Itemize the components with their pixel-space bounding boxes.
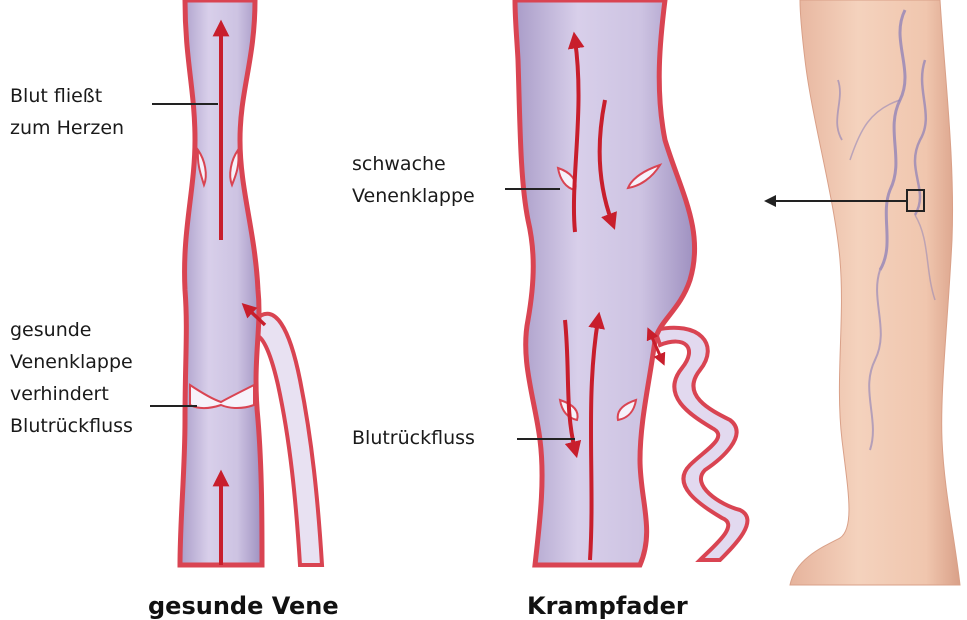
label-blood-flow-line1: Blut fließt xyxy=(10,80,124,112)
label-blood-flow-line2: zum Herzen xyxy=(10,112,124,144)
label-backflow: Blutrückfluss xyxy=(352,422,475,454)
label-healthy-valve-line1: gesunde xyxy=(10,314,133,346)
caption-healthy-vein: gesunde Vene xyxy=(148,592,339,620)
leg-illustration xyxy=(790,0,960,585)
label-backflow-text: Blutrückfluss xyxy=(352,422,475,454)
tortuous-branch xyxy=(655,328,747,560)
side-branch xyxy=(255,314,322,565)
label-healthy-valve-line4: Blutrückfluss xyxy=(10,410,133,442)
label-blood-flow: Blut fließt zum Herzen xyxy=(10,80,124,144)
label-weak-valve-line1: schwache xyxy=(352,148,475,180)
varicose-vein xyxy=(515,0,747,565)
healthy-vein xyxy=(180,0,322,565)
label-healthy-valve-line3: verhindert xyxy=(10,378,133,410)
label-healthy-valve-line2: Venenklappe xyxy=(10,346,133,378)
label-weak-valve-line2: Venenklappe xyxy=(352,180,475,212)
caption-varicose-vein: Krampfader xyxy=(527,592,688,620)
leg-shape xyxy=(790,0,960,585)
varicose-vein-body xyxy=(515,0,695,565)
label-healthy-valve: gesunde Venenklappe verhindert Blutrückf… xyxy=(10,314,133,442)
label-weak-valve: schwache Venenklappe xyxy=(352,148,475,212)
